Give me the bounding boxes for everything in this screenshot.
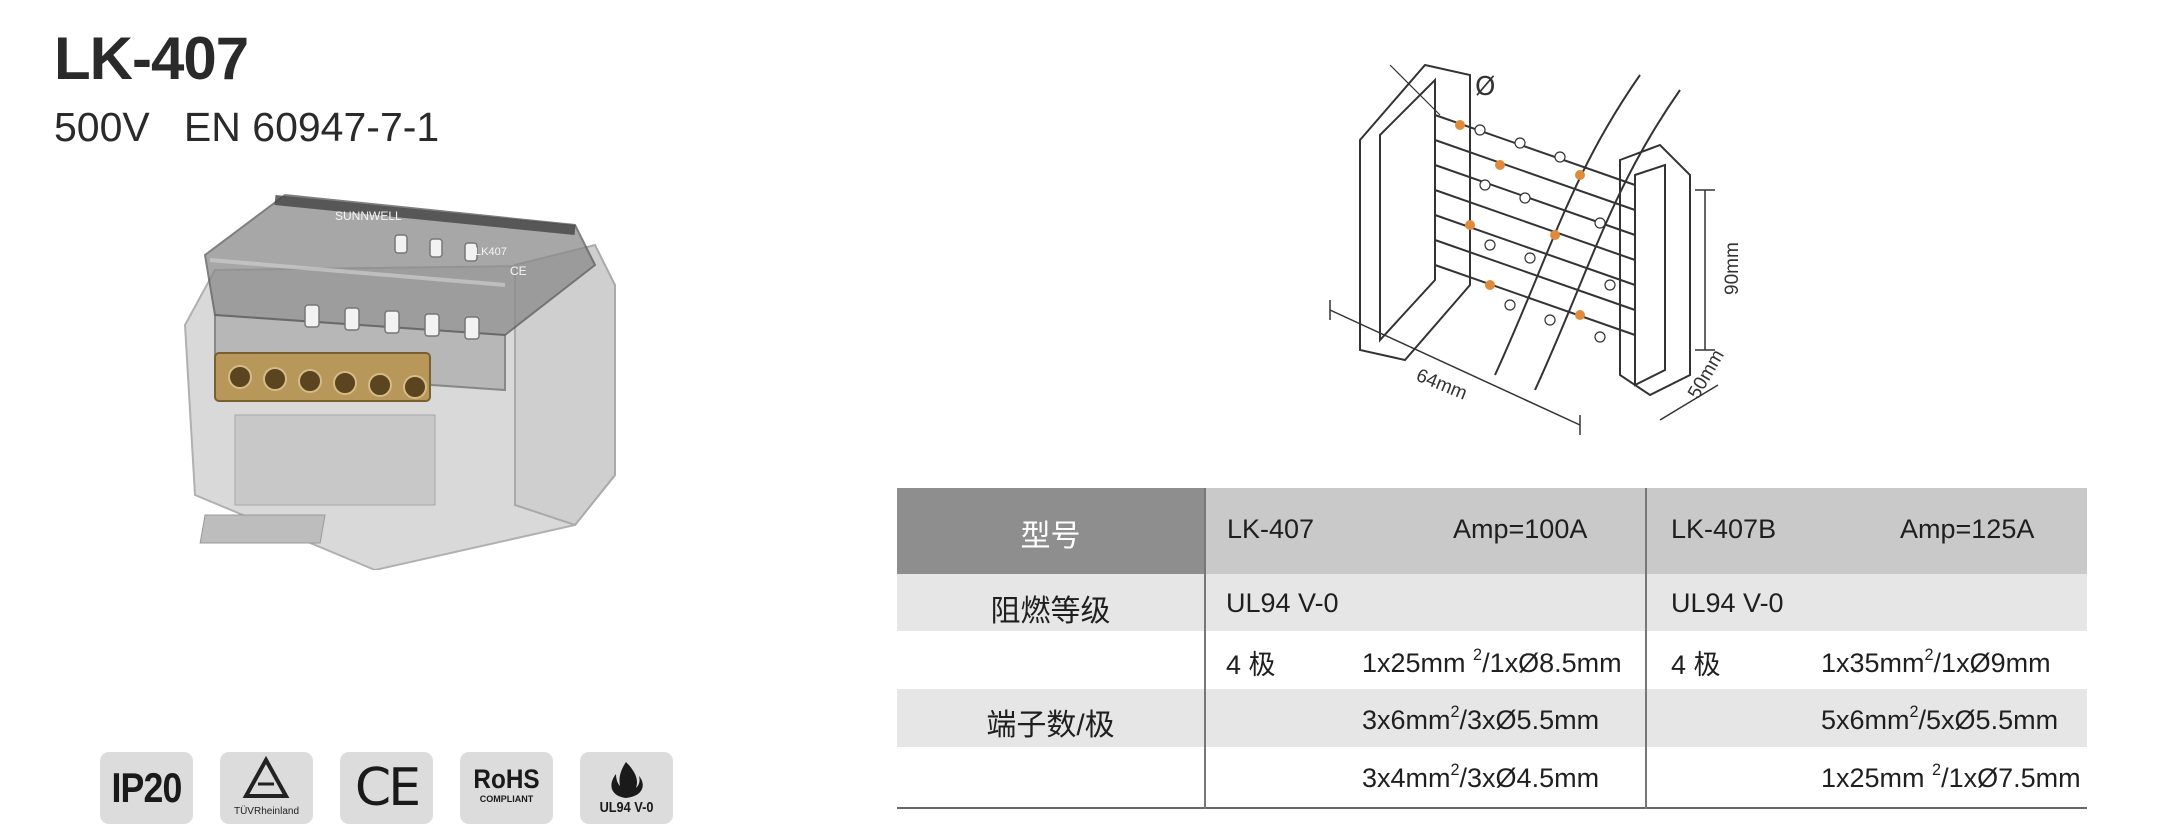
terminals-model2-row-3-size: 1x25mm [1821,763,1933,793]
tuv-text: TÜVRheinland [233,806,300,817]
ul94-text: UL94 V-0 [599,799,654,816]
drawing-height-label: 90mm [1722,242,1743,295]
rohs-sub-text: COMPLIANT [479,794,534,804]
terminals-model1-row-1: 1x25mm 2/1xØ8.5mm [1362,646,1622,679]
table-header-label-cell [897,488,1204,574]
terminals-model1-row-2-dia: /3xØ5.5mm [1459,705,1600,735]
rohs-text: RoHS [473,764,540,794]
terminals-model1-row-2: 3x6mm2/3xØ5.5mm [1362,703,1600,736]
ip20-text: IP20 [111,764,182,811]
dim-line-width [1329,309,1581,426]
product-ce-text: CE [510,264,527,278]
terminals-model1-row-2-sup: 2 [1450,703,1460,721]
terminals-model2-poles: 4 极 [1671,650,1721,680]
terminals-model2-row-1-sup: 2 [1924,646,1934,664]
ul94-badge: UL94 V-0 [580,752,673,824]
spec-table: 型号 LK-407 Amp=100A LK-407B Amp=125A 阻燃等级… [897,488,2087,810]
product-brand-text: SUNNWELL [335,209,402,223]
ce-badge: CE [340,752,433,824]
drawing-left-block [1359,63,1471,362]
terminals-model1-row-1-dia: /1xØ8.5mm [1482,648,1622,678]
header-model1-name: LK-407 [1227,514,1315,544]
terminals-model2-row-1-size: 1x35mm [1821,648,1925,678]
drawing-diameter-label: Ø [1475,72,1495,102]
ip20-badge: IP20 [100,752,193,824]
product-subtitle: 500V EN 60947-7-1 [54,104,440,150]
terminals-model1-row-1-size: 1x25mm [1362,648,1474,678]
header-model2-amp: Amp=125A [1900,514,2035,544]
table-row-terminal-2 [897,689,2087,747]
table-col-divider-2 [1645,488,1647,809]
certification-badges: IP20 TÜVRheinland CE RoHS COMPLIANT UL94… [100,752,673,824]
header-model1-amp: Amp=100A [1453,514,1588,544]
flame-model1: UL94 V-0 [1226,588,1339,618]
product-title: LK-407 [54,25,249,92]
table-col-divider-1 [1204,488,1206,809]
flame-label: 阻燃等级 [990,595,1111,628]
terminals-model1-row-2-size: 3x6mm [1362,705,1451,735]
terminals-model2-row-3-dia: /1xØ7.5mm [1941,763,2081,793]
dim-line-depth [1659,384,1719,421]
terminals-model1-row-3-sup: 2 [1450,761,1460,779]
terminals-model2-row-3-sup: 2 [1932,761,1942,779]
terminals-model2-row-3: 1x25mm 2/1xØ7.5mm [1821,761,2081,794]
dimension-drawing: Ø 90mm 64mm 50mm [1329,63,1743,435]
terminals-model1-row-3-dia: /3xØ4.5mm [1459,763,1600,793]
terminals-label: 端子数/极 [986,709,1115,742]
tuv-badge: TÜVRheinland [220,752,313,824]
table-row-flame [897,574,2087,631]
terminals-model2-row-2-sup: 2 [1909,703,1919,721]
header-model-label: 型号 [1020,520,1081,553]
terminals-model2-row-2: 5x6mm2/5xØ5.5mm [1821,703,2059,736]
header-model2-name: LK-407B [1671,514,1777,544]
terminals-model2-row-2-size: 5x6mm [1821,705,1910,735]
product-model-text: LK407 [475,246,507,258]
table-bottom-rule [897,807,2087,809]
terminals-model1-row-1-sup: 2 [1473,646,1483,664]
rohs-badge: RoHS COMPLIANT [460,752,553,824]
terminals-model1-row-3: 3x4mm2/3xØ4.5mm [1362,761,1600,794]
terminals-model2-row-1-dia: /1xØ9mm [1933,648,2051,678]
flame-icon [611,762,643,798]
terminals-model1-poles: 4 极 [1226,650,1276,680]
product-photo: SUNNWELL LK407 CE [183,193,617,570]
terminals-model2-row-1: 1x35mm2/1xØ9mm [1821,646,2051,679]
terminals-model1-row-3-size: 3x4mm [1362,763,1451,793]
drawing-right-block [1619,143,1691,397]
tuv-triangle-icon [242,755,290,798]
flame-model2: UL94 V-0 [1671,588,1784,618]
ce-text: CE [354,758,421,818]
terminals-model2-row-2-dia: /5xØ5.5mm [1918,705,2059,735]
